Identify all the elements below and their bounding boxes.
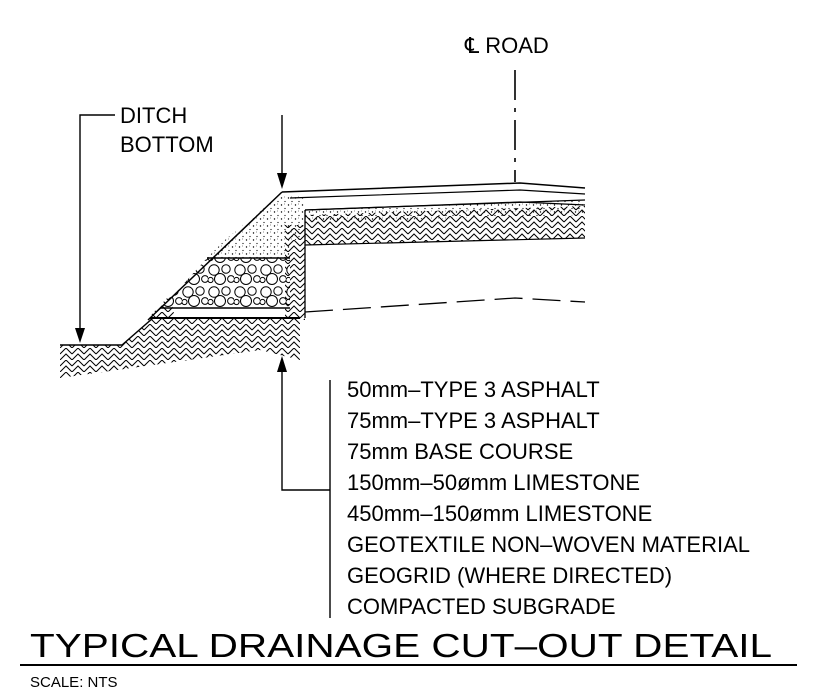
base-course-stipple: [225, 196, 585, 240]
ditch-label-line-1: DITCH: [120, 103, 187, 128]
layer-item: GEOGRID (WHERE DIRECTED): [347, 563, 672, 588]
layer-item: 75mm BASE COURSE: [347, 439, 573, 464]
subgrade-hatch: [60, 318, 300, 378]
layer-list: 50mm–TYPE 3 ASPHALT 75mm–TYPE 3 ASPHALT …: [347, 377, 750, 619]
road-subgrade-line: [304, 237, 586, 246]
asphalt-layer-line: [289, 189, 586, 199]
ditch-label: DITCH BOTTOM: [120, 103, 214, 157]
existing-grade-dashed: [304, 297, 586, 313]
centerline-label: ℄ ROAD: [464, 33, 549, 58]
ditch-label-line-2: BOTTOM: [120, 132, 214, 157]
layer-item: 450mm–150ømm LIMESTONE: [347, 501, 652, 526]
scale-note: SCALE: NTS: [30, 674, 118, 691]
layer-item: GEOTEXTILE NON–WOVEN MATERIAL: [347, 532, 750, 557]
layer-callout-arrowhead: [277, 356, 287, 372]
asphalt-surface-top: [281, 182, 586, 193]
layer-item: 150mm–50ømm LIMESTONE: [347, 470, 640, 495]
asphalt-bottom-line: [304, 201, 586, 211]
layer-item: 50mm–TYPE 3 ASPHALT: [347, 377, 600, 402]
ditch-arrowhead: [75, 328, 85, 343]
layer-callout-leader: [281, 370, 330, 491]
limestone-50-layer: [207, 240, 290, 258]
detail-title: TYPICAL DRAINAGE CUT–OUT DETAIL: [30, 627, 772, 664]
layer-item: COMPACTED SUBGRADE: [347, 594, 616, 619]
limestone-150-layer: [162, 258, 290, 308]
layer-item: 75mm–TYPE 3 ASPHALT: [347, 408, 600, 433]
side-slope-line: [147, 191, 283, 321]
ditch-leader-line: [79, 114, 115, 330]
slope-top-arrowhead: [277, 173, 287, 189]
